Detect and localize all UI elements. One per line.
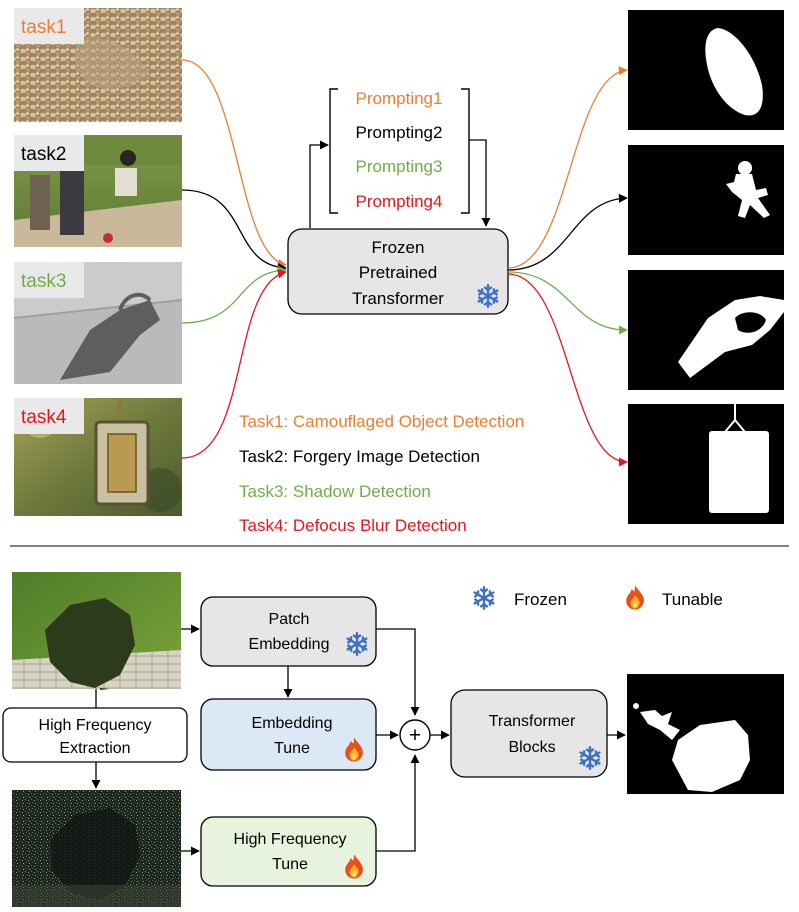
prompt-label-1: Prompting1 — [356, 89, 443, 108]
prompt-stack: Prompting1 Prompting2 Prompting3 Prompti… — [309, 88, 491, 228]
task2-output-mask — [628, 145, 784, 255]
prompt-label-4: Prompting4 — [356, 192, 443, 211]
prompt-label-3: Prompting3 — [356, 157, 443, 176]
embedding-tune-line2: Tune — [274, 740, 310, 757]
sum-junction: + — [376, 628, 450, 852]
task-legend-item-2: Task2: Forgery Image Detection — [239, 447, 480, 466]
task-legend-item-3: Task3: Shadow Detection — [239, 482, 431, 501]
frozen-transformer-box: Frozen Pretrained Transformer — [287, 228, 509, 315]
patch-embedding-box: Patch Embedding — [200, 596, 377, 667]
frozen-transformer-line2: Pretrained — [359, 263, 437, 282]
flame-icon — [626, 585, 644, 610]
plus-symbol: + — [409, 724, 421, 747]
hf-extraction-line1: High Frequency — [39, 717, 152, 734]
task1-tag: task1 — [21, 17, 66, 38]
transformer-blocks-line1: Transformer — [489, 713, 576, 730]
legend-frozen-label: Frozen — [514, 590, 567, 609]
task-legend-item-4: Task4: Defocus Blur Detection — [239, 516, 467, 535]
task4-output-mask — [628, 404, 784, 524]
task3-tag: task3 — [21, 271, 66, 292]
hf-extraction-line2: Extraction — [59, 740, 130, 757]
shadow-input-image — [12, 572, 181, 690]
embedding-tune-line1: Embedding — [252, 715, 333, 732]
hf-tune-box: High Frequency Tune — [200, 816, 377, 887]
output-connectors — [507, 66, 628, 467]
frozen-transformer-line3: Transformer — [352, 289, 444, 308]
task4-tag: task4 — [21, 407, 67, 428]
task4-input-image: task4 — [14, 398, 182, 516]
snowflake-icon — [473, 586, 495, 610]
embedding-tune-box: Embedding Tune — [200, 698, 377, 771]
patch-embedding-line2: Embedding — [249, 636, 330, 653]
task-legend: Task1: Camouflaged Object Detection Task… — [239, 412, 524, 535]
frozen-transformer-line1: Frozen — [372, 238, 425, 257]
transformer-blocks-box: Transformer Blocks — [450, 689, 608, 778]
prompt-label-2: Prompting2 — [356, 123, 443, 142]
patch-embedding-line1: Patch — [269, 611, 310, 628]
task3-input-image: task3 — [13, 262, 183, 384]
task3-output-mask — [628, 270, 784, 390]
legend-tunable-label: Tunable — [662, 590, 723, 609]
input-connectors — [181, 59, 287, 459]
task1-output-mask — [628, 10, 784, 130]
hf-component-image — [12, 790, 181, 907]
task2-tag: task2 — [21, 144, 66, 165]
hf-tune-line1: High Frequency — [234, 831, 347, 848]
shadow-output-mask — [627, 674, 784, 794]
hf-tune-line2: Tune — [272, 856, 308, 873]
transformer-blocks-line2: Blocks — [508, 739, 555, 756]
task1-input-image: task1 — [14, 8, 182, 122]
task2-input-image: task2 — [14, 135, 182, 247]
hf-extraction-box: High Frequency Extraction — [2, 707, 188, 763]
bottom-legend: Frozen Tunable — [473, 585, 723, 610]
task-legend-item-1: Task1: Camouflaged Object Detection — [239, 412, 524, 431]
